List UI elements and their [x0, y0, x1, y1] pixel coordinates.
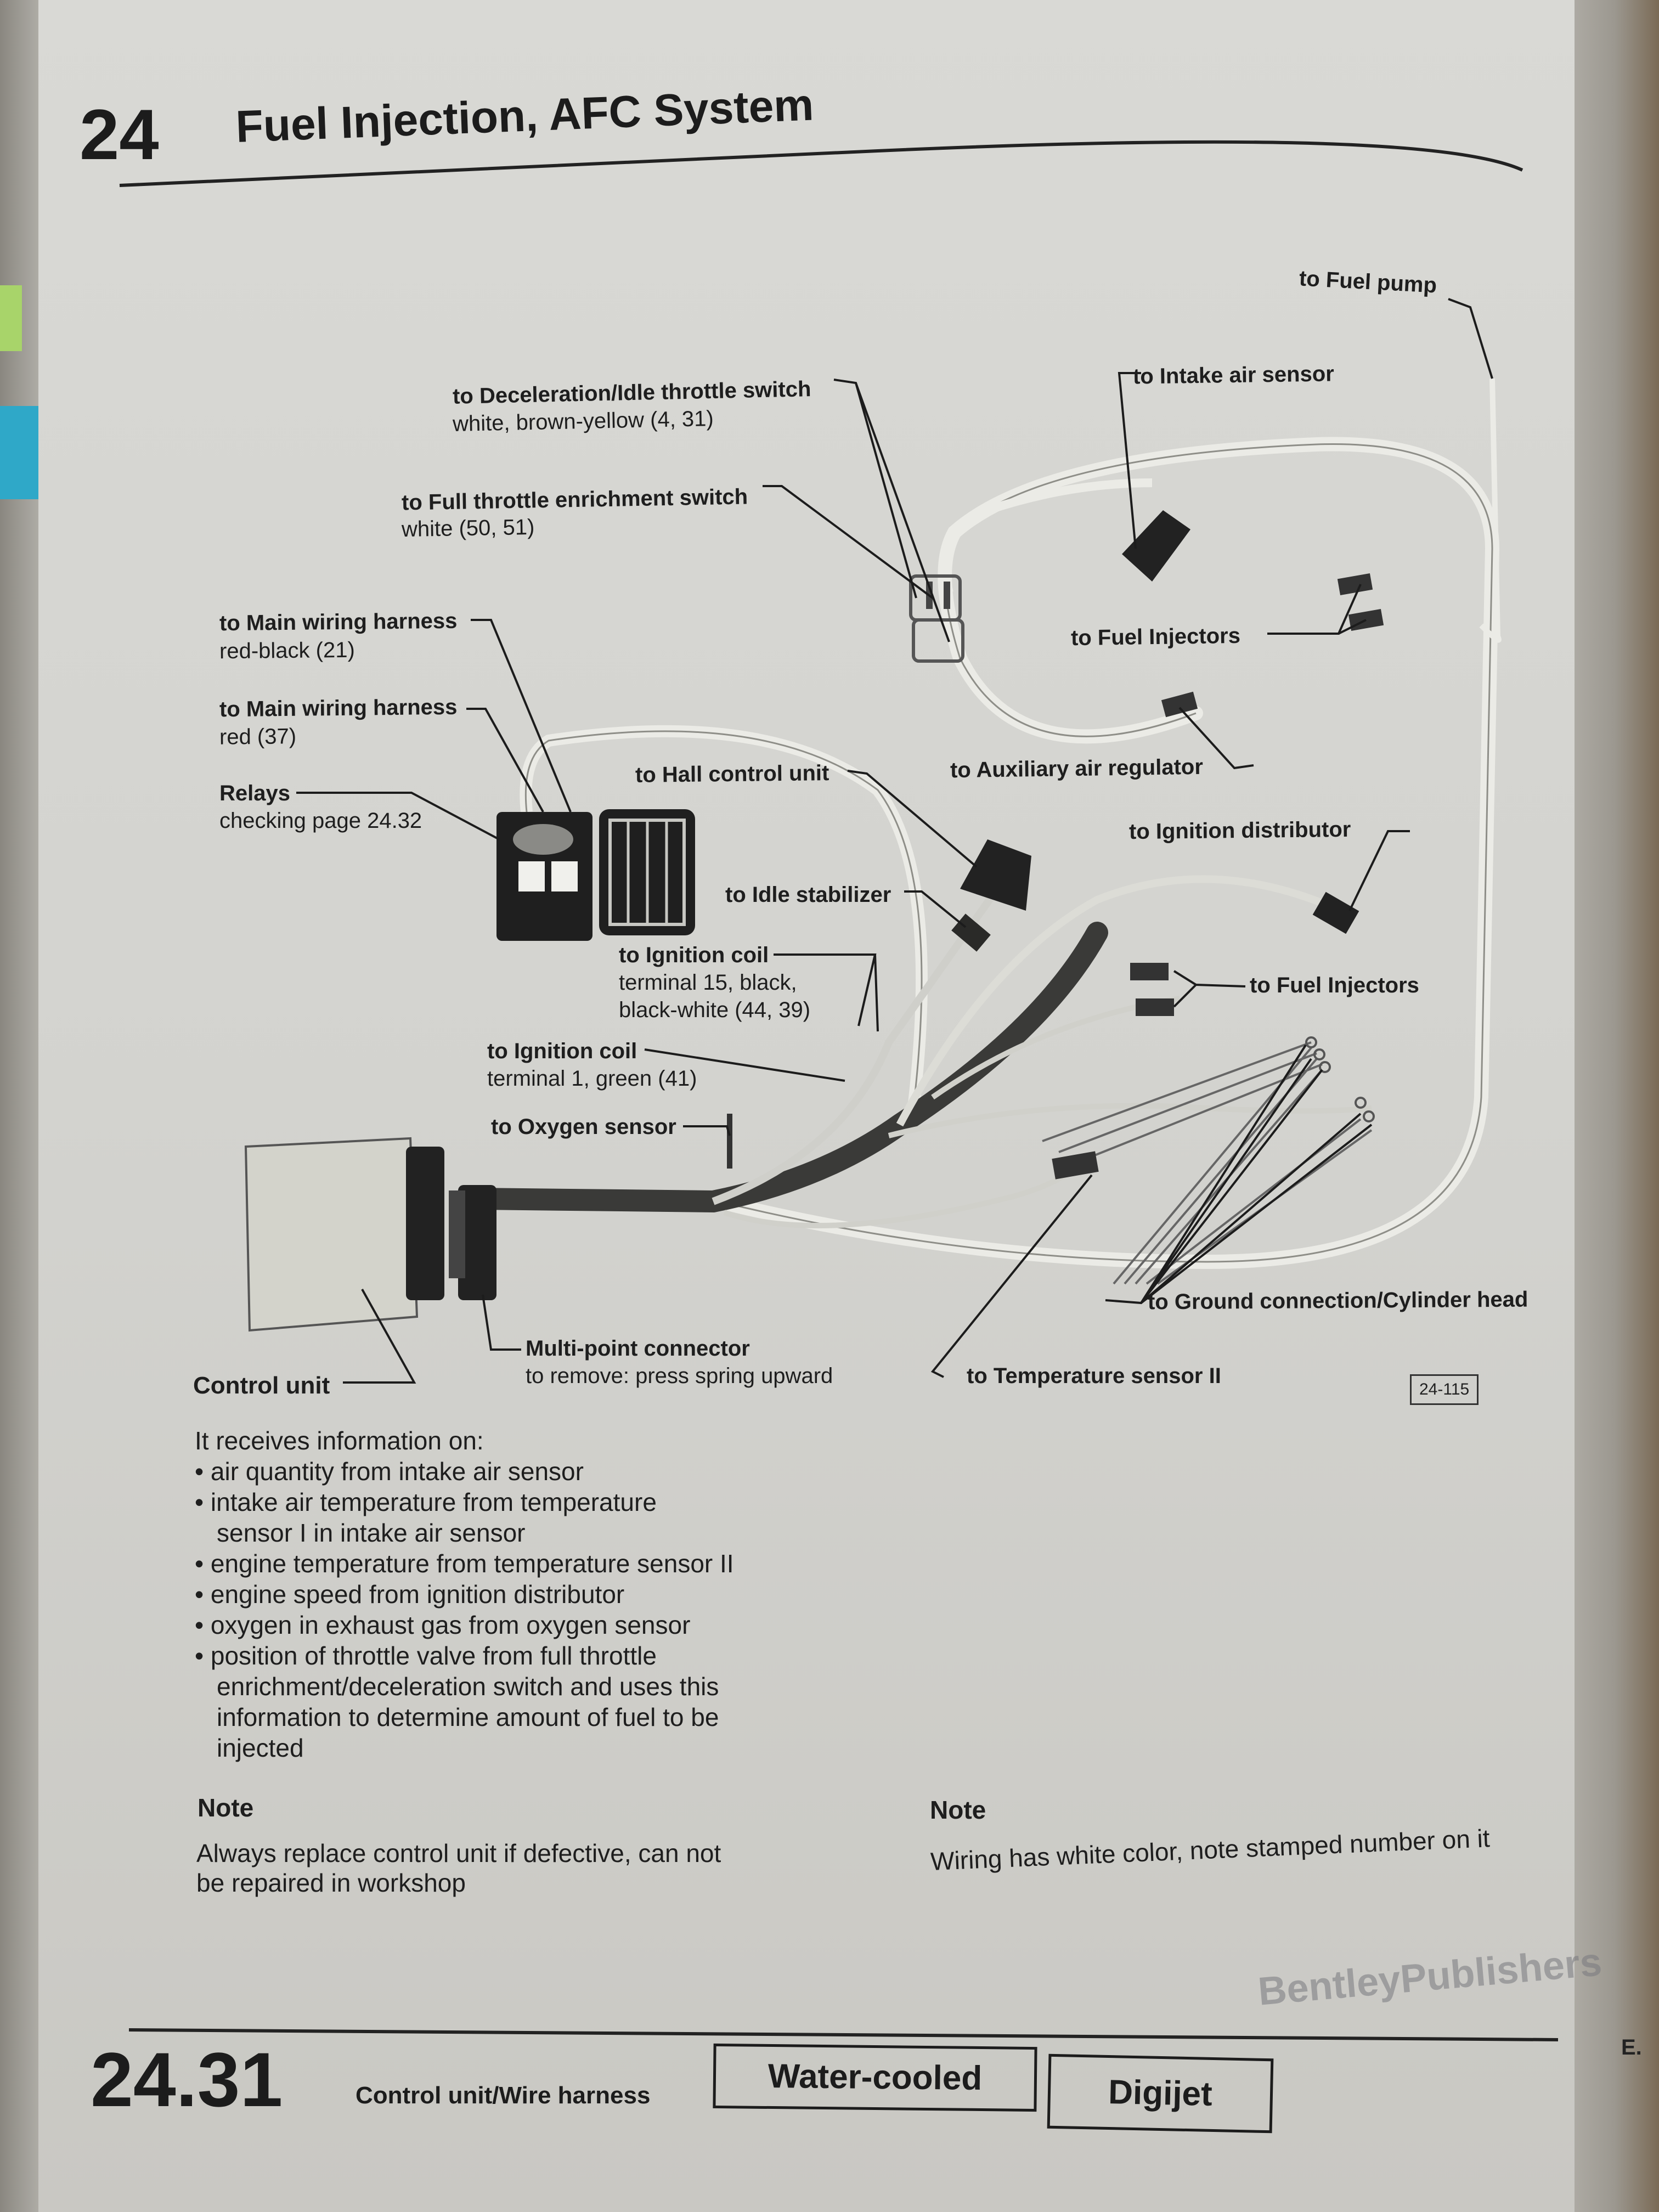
- fuel-injector-connector-top-1: [1337, 573, 1373, 595]
- harness-loop-main: [712, 437, 1500, 1269]
- note-left-heading: Note: [198, 1793, 254, 1822]
- system-type-box: Digijet: [1047, 2053, 1274, 2134]
- label-temperature-sensor: to Temperature sensor II: [967, 1364, 1221, 1388]
- info-bullet-2-cont: sensor I in intake air sensor: [217, 1519, 526, 1547]
- label-fuel-injectors-top: to Fuel Injectors: [1070, 623, 1241, 651]
- figure-number: 24-115: [1410, 1374, 1479, 1405]
- label-intake-air-sensor: to Intake air sensor: [1132, 362, 1335, 389]
- label-hall-control-unit: to Hall control unit: [635, 761, 830, 787]
- label-fuel-injectors-mid: to Fuel Injectors: [1250, 973, 1419, 997]
- label-deceleration-switch-wires: white, brown-yellow (4, 31): [452, 407, 714, 436]
- label-ignition-coil-1-terminal: terminal 1, green (41): [487, 1066, 697, 1091]
- label-ignition-coil-15: to Ignition coil: [619, 943, 769, 967]
- engine-type-box: Water-cooled: [713, 2043, 1037, 2112]
- label-main-harness-1: to Main wiring harness: [219, 608, 458, 636]
- manual-page: [38, 0, 1575, 2212]
- control-unit-connector: [406, 1147, 444, 1300]
- label-auxiliary-air-regulator: to Auxiliary air regulator: [950, 754, 1204, 783]
- label-idle-stabilizer: to Idle stabilizer: [725, 883, 891, 907]
- info-bullet-1: • air quantity from intake air sensor: [195, 1457, 584, 1486]
- label-multi-point-connector: Multi-point connector: [526, 1336, 750, 1361]
- temperature-sensor-connector: [1052, 1151, 1099, 1180]
- page-number: 24.31: [91, 2036, 283, 2123]
- label-ignition-coil-15-wires: black-white (44, 39): [619, 998, 811, 1022]
- label-multi-point-connector-instruction: to remove: press spring upward: [526, 1364, 833, 1388]
- multi-point-connector: [458, 1185, 496, 1300]
- label-ignition-coil-15-terminal: terminal 15, black,: [619, 970, 797, 995]
- fuel-injector-connector-mid-1: [1130, 963, 1169, 980]
- label-oxygen-sensor: to Oxygen sensor: [491, 1115, 676, 1139]
- label-full-throttle-wires: white (50, 51): [401, 515, 535, 542]
- note-left-line-2: be repaired in workshop: [196, 1869, 466, 1897]
- note-left-line-1: Always replace control unit if defective…: [196, 1839, 721, 1867]
- green-page-tab: [0, 285, 22, 351]
- label-control-unit: Control unit: [193, 1372, 330, 1399]
- header-rule: [119, 140, 1523, 187]
- aux-air-connector: [1161, 691, 1198, 718]
- label-main-harness-2: to Main wiring harness: [219, 695, 458, 722]
- info-bullet-2: • intake air temperature from temperatur…: [195, 1488, 657, 1516]
- page-description: Control unit/Wire harness: [356, 2082, 651, 2109]
- fuel-injector-connector-mid-2: [1136, 998, 1174, 1016]
- label-main-harness-2-wire: red (37): [219, 724, 297, 749]
- footer-rule: [128, 2028, 1559, 2041]
- info-bullet-4: • engine speed from ignition distributor: [195, 1580, 625, 1609]
- info-bullet-6-cont-1: enrichment/deceleration switch and uses …: [217, 1672, 719, 1701]
- label-relays: Relays: [219, 781, 290, 805]
- info-bullet-6-cont-2: information to determine amount of fuel …: [217, 1703, 719, 1731]
- control-unit-body: [244, 1137, 419, 1332]
- label-ground-connection: to Ground connection/Cylinder head: [1147, 1287, 1528, 1314]
- throttle-switch-connector-2: [912, 618, 964, 663]
- adjacent-page-text: E.: [1621, 2035, 1642, 2059]
- info-bullet-3: • engine temperature from temperature se…: [195, 1549, 734, 1578]
- label-main-harness-1-wire: red-black (21): [219, 637, 355, 664]
- info-bullet-6-cont-3: injected: [217, 1734, 304, 1762]
- info-bullet-5: • oxygen in exhaust gas from oxygen sens…: [195, 1611, 691, 1639]
- label-relays-reference: checking page 24.32: [219, 809, 422, 833]
- intake-air-sensor-connector: [1122, 510, 1190, 582]
- chapter-number: 24: [80, 94, 159, 174]
- info-intro: It receives information on:: [195, 1426, 484, 1455]
- label-full-throttle-switch: to Full throttle enrichment switch: [401, 484, 748, 515]
- ignition-distributor-connector: [1312, 891, 1359, 934]
- label-ignition-distributor: to Ignition distributor: [1128, 817, 1351, 844]
- info-bullet-6: • position of throttle valve from full t…: [195, 1641, 657, 1670]
- hall-unit-connector: [960, 839, 1031, 911]
- note-right-heading: Note: [930, 1796, 986, 1824]
- label-ignition-coil-1: to Ignition coil: [487, 1039, 637, 1063]
